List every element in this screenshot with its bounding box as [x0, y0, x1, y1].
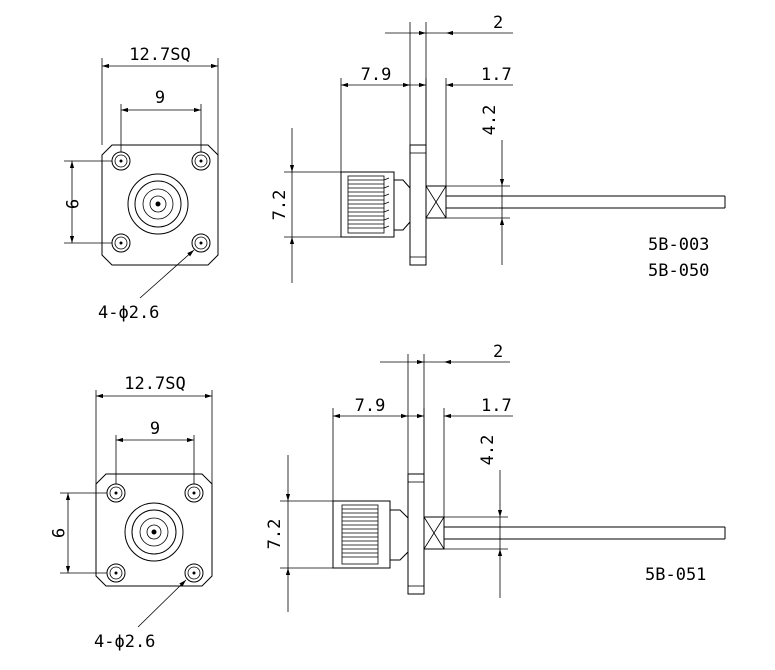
hole-bottom-right [184, 563, 204, 583]
lower-front-view: 12.7SQ 9 9 4-ϕ2.6 [47, 374, 213, 652]
pitch-h-label: 9 [150, 419, 160, 439]
flange-outline [101, 144, 219, 266]
part-number-1: 5B-051 [645, 565, 706, 585]
flange-label: 2 [493, 13, 503, 33]
thread-detail [341, 504, 379, 565]
center-connector [124, 502, 184, 562]
width-label: 12.7SQ [129, 45, 190, 65]
center-connector [127, 173, 189, 235]
hole-label: 4-ϕ2.6 [98, 303, 159, 323]
pitch-v-label: 9 [61, 199, 81, 209]
hole-label: 4-ϕ2.6 [94, 632, 155, 652]
flange-outline [95, 473, 213, 587]
mounting-holes [111, 151, 211, 253]
height-label: 7.2 [265, 519, 285, 550]
flange-label: 2 [493, 342, 503, 362]
hole-leader-line [137, 579, 187, 628]
gap-label: 1.7 [481, 396, 512, 416]
part-number-2: 5B-050 [648, 261, 709, 281]
threaded-body [332, 500, 391, 569]
thread-label: 7.9 [361, 65, 392, 85]
thread-label: 7.9 [355, 396, 386, 416]
upper-front-view: 12.7SQ 9 9 4-ϕ2.6 [61, 45, 219, 323]
pin-insulator [425, 185, 447, 219]
lower-side-view: 7.2 7.9 1.7 2 4.2 5B-051 [265, 342, 726, 612]
pitch-v-label: 9 [47, 528, 67, 538]
threaded-body [340, 171, 395, 238]
height-label: 7.2 [270, 190, 290, 221]
flange-side [407, 473, 425, 595]
mounting-holes [106, 483, 204, 583]
gap-label: 1.7 [481, 65, 512, 85]
pin-label: 4.2 [478, 435, 498, 466]
part-number-1: 5B-003 [648, 235, 709, 255]
flange-side [409, 144, 427, 266]
pin-insulator [423, 516, 445, 550]
upper-side-view: 7.2 7.9 1.7 2 4.2 5B-003 5B-050 [270, 13, 726, 283]
hole-leader-line [139, 249, 195, 299]
hole-bottom-right [191, 233, 211, 253]
pitch-h-label: 9 [155, 88, 165, 108]
width-label: 12.7SQ [124, 374, 185, 394]
thread-detail [347, 175, 390, 234]
pin-label: 4.2 [480, 105, 500, 136]
